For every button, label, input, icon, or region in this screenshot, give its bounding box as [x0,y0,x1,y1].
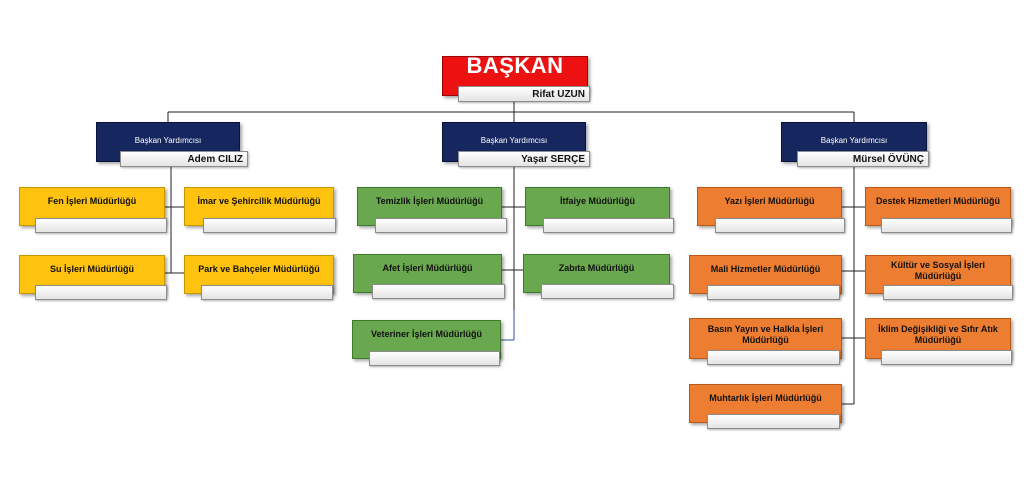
dept-label: Fen İşleri Müdürlüğü [47,196,137,206]
deputy-name: Yaşar SERÇE [521,153,585,165]
dept-label: Kültür ve Sosyal İşleri Müdürlüğü [890,259,986,281]
dept-label: İmar ve Şehircilik Müdürlüğü [197,196,321,206]
dept-label: Yazı İşleri Müdürlüğü [724,196,815,206]
dept-label: Veteriner İşleri Müdürlüğü [370,329,483,339]
dept-name-box [543,218,674,233]
deputy-name-box-mursel: Mürsel ÖVÜNÇ [797,151,929,167]
dept-name-box [203,218,336,233]
deputy-title: Başkan Yardımcısı [820,136,888,145]
dept-name-box [201,285,333,300]
dept-name-box [707,285,840,300]
dept-label: İtfaiye Müdürlüğü [560,196,635,206]
deputy-name: Adem CILIZ [187,153,243,165]
dept-name-box [369,351,500,366]
deputy-title: Başkan Yardımcısı [134,136,202,145]
dept-label: Destek Hizmetleri Müdürlüğü [875,196,1001,206]
mayor-name: Rifat UZUN [532,88,585,100]
dept-name-box [715,218,845,233]
dept-label: Mali Hizmetler Müdürlüğü [710,264,821,274]
dept-name-box [883,285,1013,300]
dept-name-box [707,350,840,365]
dept-label: Afet İşleri Müdürlüğü [382,263,473,273]
dept-name-box [372,284,505,299]
dept-label: Muhtarlık İşleri Müdürlüğü [709,393,822,403]
mayor-title: BAŞKAN [466,53,564,78]
deputy-name-box-adem: Adem CILIZ [120,151,248,167]
dept-name-box [35,285,167,300]
dept-label: İklim Değişikliği ve Sıfır Atık Müdürlüğ… [878,323,998,345]
deputy-name-box-yasar: Yaşar SERÇE [458,151,590,167]
dept-name-box [881,350,1012,365]
dept-label: Park ve Bahçeler Müdürlüğü [198,264,320,274]
dept-name-box [541,284,674,299]
dept-label: Temizlik İşleri Müdürlüğü [375,196,484,206]
dept-label: Zabıta Müdürlüğü [558,263,635,273]
dept-name-box [375,218,507,233]
dept-name-box [35,218,167,233]
deputy-title: Başkan Yardımcısı [480,136,548,145]
dept-name-box [707,414,840,429]
deputy-name: Mürsel ÖVÜNÇ [852,153,924,165]
dept-name-box [881,218,1012,233]
dept-label: Su İşleri Müdürlüğü [49,264,134,274]
dept-label: Basın Yayın ve Halkla İşleri Müdürlüğü [707,323,824,345]
mayor-name-box: Rifat UZUN [458,86,590,102]
